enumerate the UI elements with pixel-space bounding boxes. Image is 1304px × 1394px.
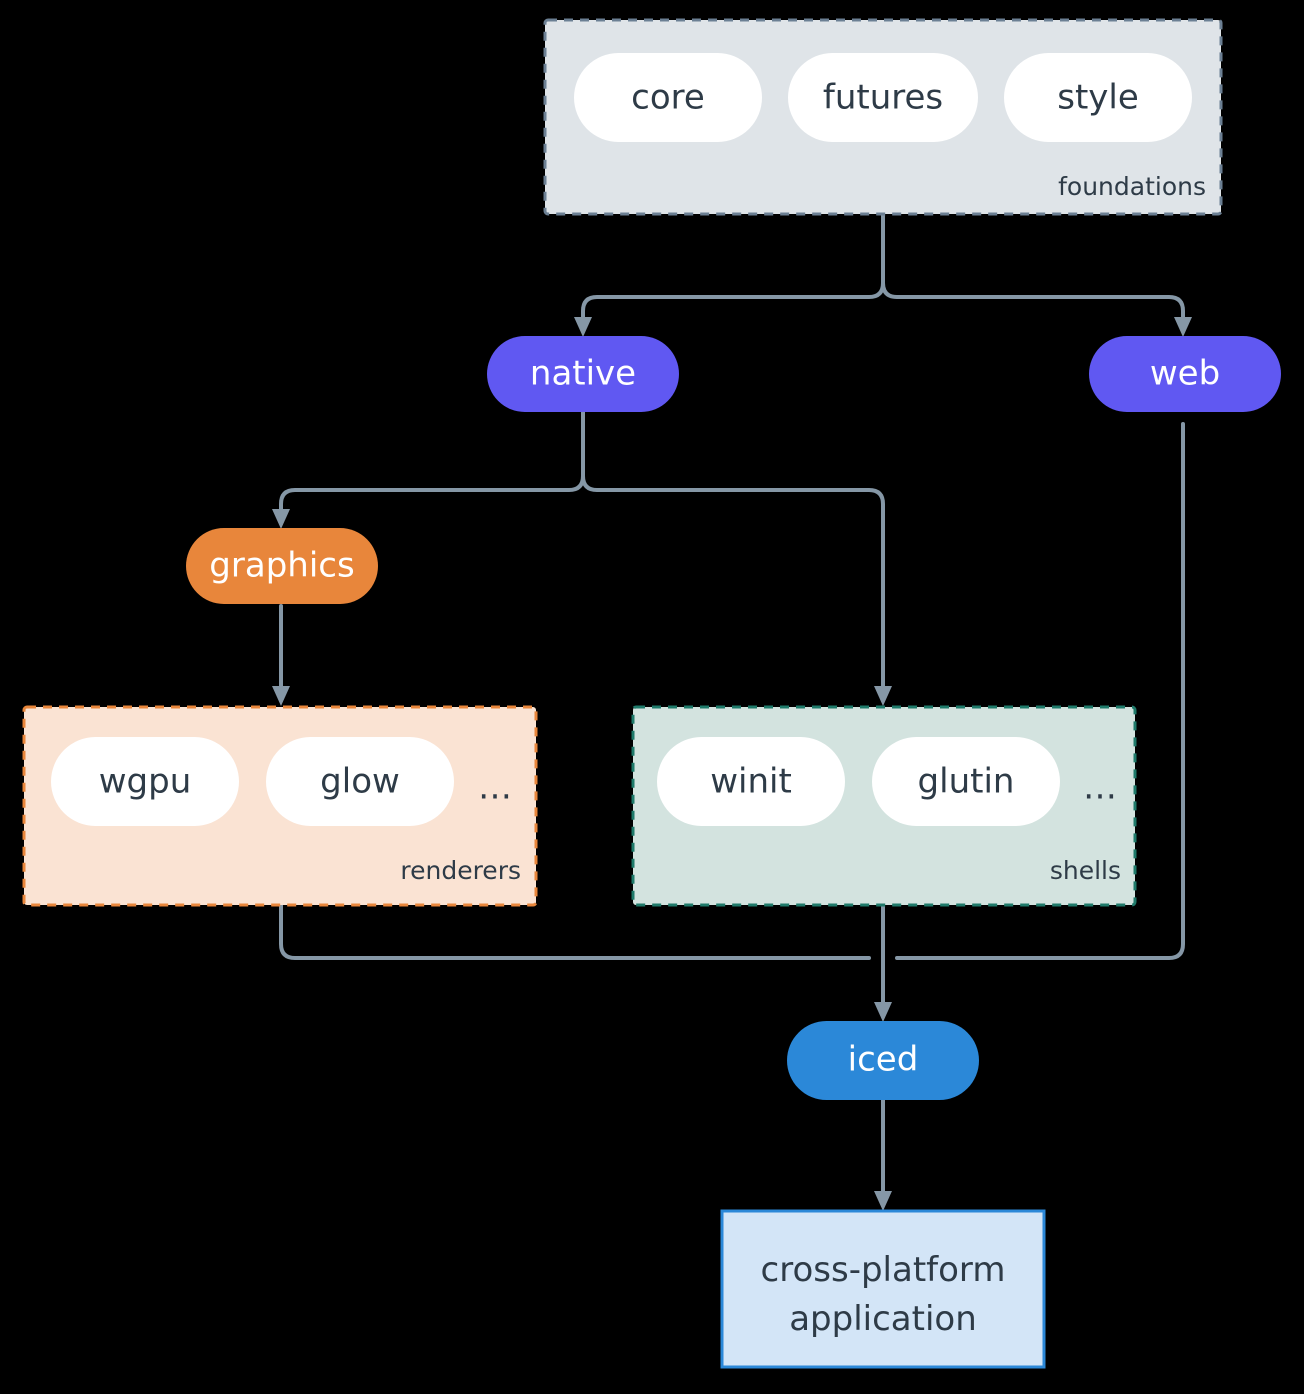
node-graphics[interactable]: graphics: [186, 528, 378, 604]
edge-web-iced: [895, 422, 1185, 960]
leaf-glutin-shape: [872, 737, 1060, 826]
node-application-label-line1: cross-platform: [761, 1250, 1006, 1290]
node-native-shape: [487, 336, 679, 412]
leaf-wgpu[interactable]: wgpu: [51, 737, 239, 826]
cluster-foundations[interactable]: core futures style foundations: [543, 18, 1223, 216]
leaf-glow[interactable]: glow: [266, 737, 454, 826]
node-web[interactable]: web: [1089, 336, 1281, 412]
arrowhead-shells: [874, 686, 892, 706]
leaf-winit-shape: [657, 737, 845, 826]
cluster-foundations-label: foundations: [1058, 172, 1206, 201]
node-web-label: web: [1150, 354, 1220, 394]
node-native[interactable]: native: [487, 336, 679, 412]
leaf-style-shape: [1004, 53, 1192, 142]
cluster-shells[interactable]: winit glutin … shells: [631, 705, 1137, 907]
edge-foundations-web: [881, 281, 1185, 324]
node-iced[interactable]: iced: [787, 1021, 979, 1100]
leaf-winit[interactable]: winit: [657, 737, 845, 826]
leaf-winit-label: winit: [710, 762, 792, 802]
node-application-shape: [720, 1209, 1046, 1369]
cluster-renderers[interactable]: wgpu glow … renderers: [22, 705, 538, 907]
leaf-futures[interactable]: futures: [788, 53, 978, 142]
node-graphics-label: graphics: [209, 546, 354, 586]
arrowhead-web: [1174, 317, 1192, 337]
node-cross-platform-application[interactable]: cross-platform application: [720, 1209, 1046, 1369]
node-graphics-shape: [186, 528, 378, 604]
leaf-style-label: style: [1057, 78, 1139, 118]
leaf-core-shape: [574, 53, 762, 142]
leaf-glutin[interactable]: glutin: [872, 737, 1060, 826]
leaf-futures-label: futures: [823, 78, 943, 118]
node-iced-shape: [787, 1021, 979, 1100]
node-application-label-line2: application: [789, 1299, 977, 1339]
leaf-wgpu-shape: [51, 737, 239, 826]
leaf-glow-shape: [266, 737, 454, 826]
cluster-renderers-label: renderers: [400, 856, 521, 885]
arrowhead-native: [574, 317, 592, 337]
cluster-renderers-ellipsis: …: [478, 768, 514, 808]
edge-native-shells: [581, 474, 885, 693]
cluster-shells-label: shells: [1050, 856, 1121, 885]
leaf-glow-label: glow: [320, 762, 400, 802]
node-iced-label: iced: [848, 1040, 919, 1080]
leaf-wgpu-label: wgpu: [99, 762, 192, 802]
arrowhead-renderers: [272, 686, 290, 706]
leaf-style[interactable]: style: [1004, 53, 1192, 142]
leaf-glutin-label: glutin: [918, 762, 1015, 802]
leaf-core-label: core: [631, 78, 705, 118]
edge-renderers-iced: [279, 903, 871, 960]
arrowhead-iced: [874, 1002, 892, 1022]
leaf-futures-shape: [788, 53, 978, 142]
leaf-core[interactable]: core: [574, 53, 762, 142]
node-web-shape: [1089, 336, 1281, 412]
cluster-shells-ellipsis: …: [1083, 768, 1119, 808]
arrowhead-application: [874, 1191, 892, 1211]
arrowhead-graphics: [272, 509, 290, 529]
node-native-label: native: [530, 354, 636, 394]
